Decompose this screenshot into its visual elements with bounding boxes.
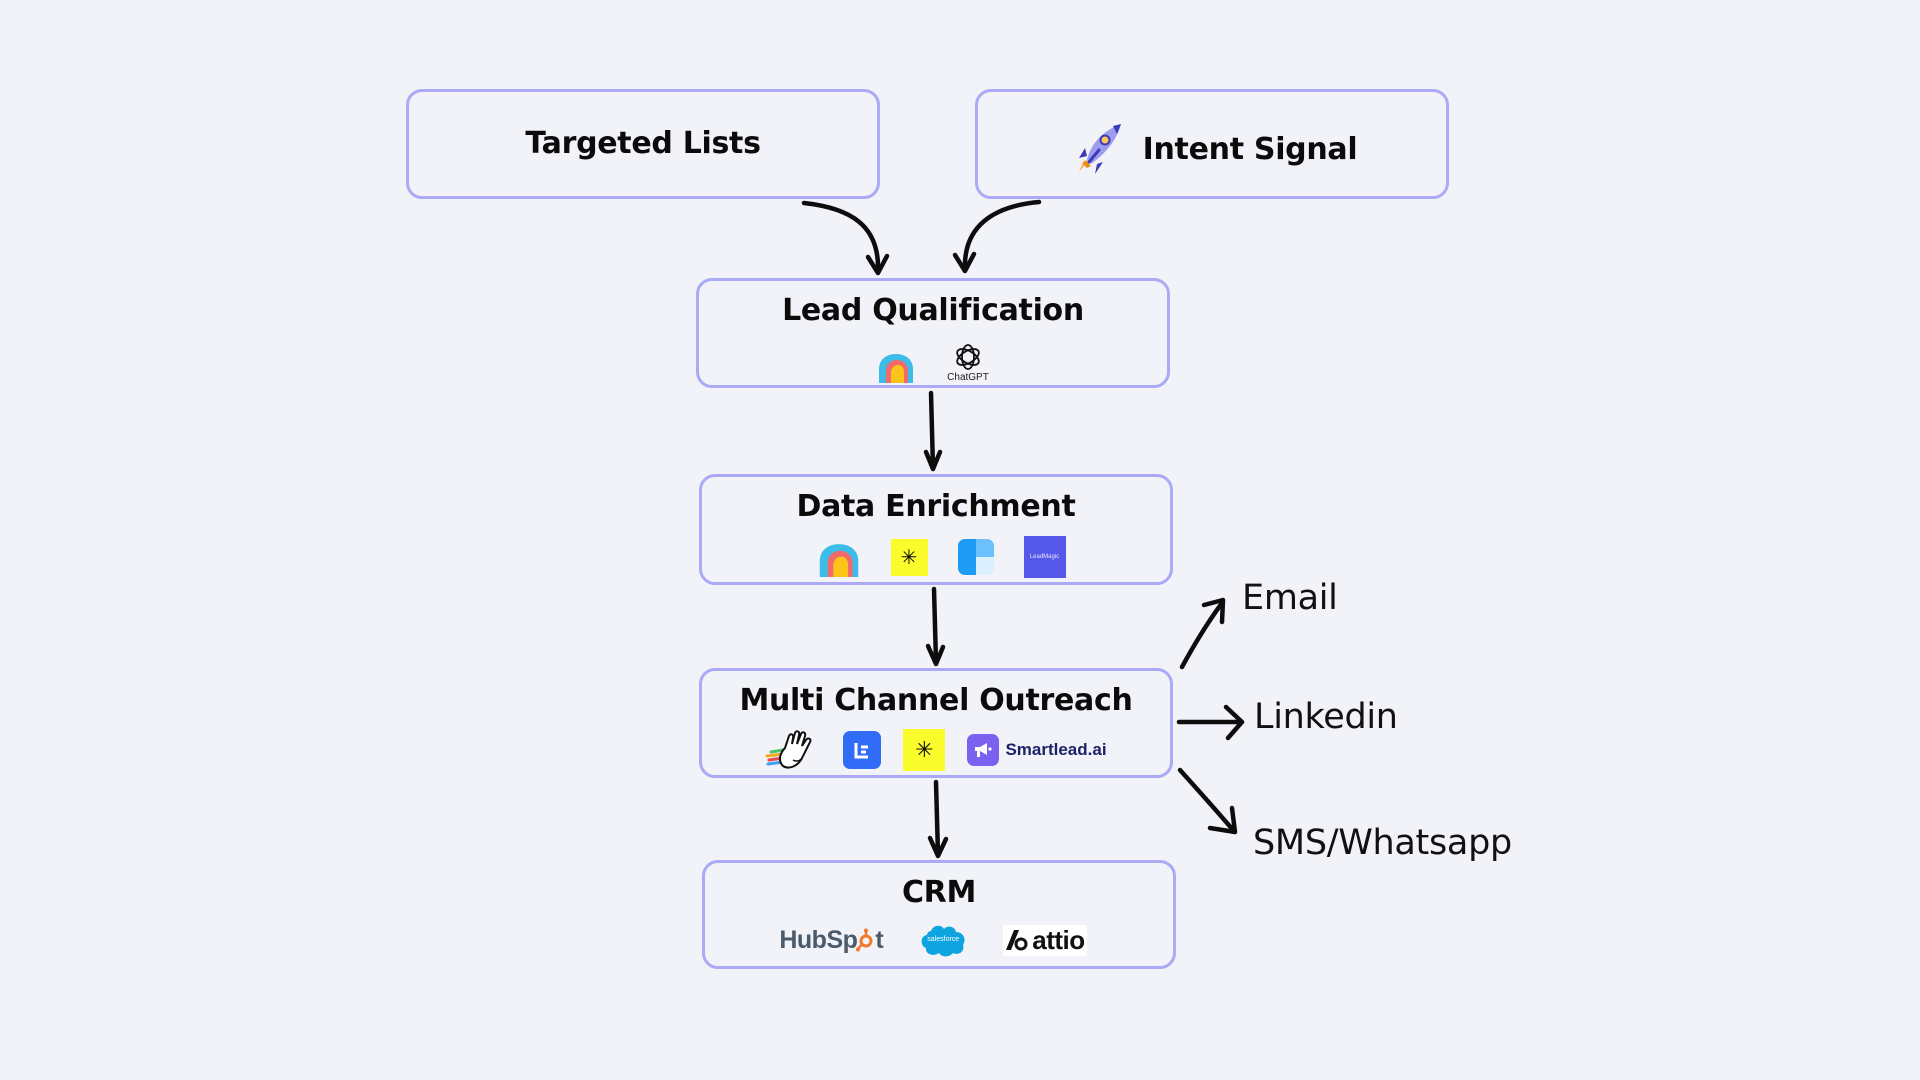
arrow-head-4 xyxy=(925,643,946,667)
hubspot-sprocket-icon xyxy=(856,928,873,952)
chatgpt-caption: ChatGPT xyxy=(947,371,989,383)
arrow-intent-signal-to-lead-qualification xyxy=(962,199,1042,273)
clay-logo-icon xyxy=(877,353,915,383)
hand-wave-logo xyxy=(765,730,821,770)
clay-logo-icon xyxy=(817,543,861,577)
smartlead-logo: Smartlead.ai xyxy=(967,734,1107,766)
box-multi-channel-outreach: Multi Channel Outreach ✳ xyxy=(699,668,1173,778)
box-targeted-lists: Targeted Lists xyxy=(406,89,880,199)
arrow-head-linkedin xyxy=(1223,704,1245,741)
attio-mark-icon xyxy=(1006,930,1028,951)
attio-logo: attio xyxy=(1003,924,1087,956)
clearbit-yellow-logo: ✳ xyxy=(890,538,928,576)
arrow-outreach-to-crm xyxy=(933,779,941,858)
megaphone-icon xyxy=(967,734,1000,766)
arrow-head-1 xyxy=(865,253,890,276)
channel-email: Email xyxy=(1242,578,1338,618)
arrow-head-5 xyxy=(927,835,949,859)
arrow-head-3 xyxy=(923,449,943,472)
data-enrichment-label: Data Enrichment xyxy=(796,489,1076,524)
channel-linkedin: Linkedin xyxy=(1254,697,1398,737)
arrow-targeted-lists-to-lead-qualification xyxy=(801,200,881,275)
hubspot-logo: HubSp t xyxy=(779,925,884,954)
arrow-head-2 xyxy=(952,251,977,274)
targeted-lists-label: Targeted Lists xyxy=(525,126,761,161)
clearbit-yellow-logo: ✳ xyxy=(903,729,946,771)
arrow-to-email xyxy=(1179,600,1225,670)
box-crm: CRM HubSp t salesforce attio xyxy=(702,860,1176,969)
crm-label: CRM xyxy=(901,875,977,910)
openai-icon xyxy=(956,343,980,370)
channel-sms-whatsapp: SMS/Whatsapp xyxy=(1253,823,1512,863)
lemlist-logo xyxy=(843,731,882,769)
lead-qualification-label: Lead Qualification xyxy=(782,293,1084,328)
chatgpt-logo: ChatGPT xyxy=(947,342,989,383)
arrow-lead-qualification-to-data-enrichment xyxy=(928,390,936,471)
arrow-head-email xyxy=(1201,597,1226,625)
multi-channel-outreach-label: Multi Channel Outreach xyxy=(739,683,1133,718)
apollo-blue-logo xyxy=(957,539,994,575)
arrow-data-enrichment-to-outreach xyxy=(931,586,939,665)
arrow-to-sms-whatsapp xyxy=(1177,767,1236,833)
leadmagic-logo: LeadMagic xyxy=(1023,536,1066,578)
arrow-head-sms xyxy=(1207,805,1238,835)
box-lead-qualification: Lead Qualification ChatGPT xyxy=(696,278,1170,388)
intent-signal-label: Intent Signal xyxy=(1142,131,1358,167)
box-data-enrichment: Data Enrichment ✳ LeadMagic xyxy=(699,474,1173,585)
salesforce-logo: salesforce xyxy=(919,923,967,957)
rocket-icon xyxy=(1067,120,1125,178)
box-intent-signal: Intent Signal xyxy=(975,89,1449,199)
